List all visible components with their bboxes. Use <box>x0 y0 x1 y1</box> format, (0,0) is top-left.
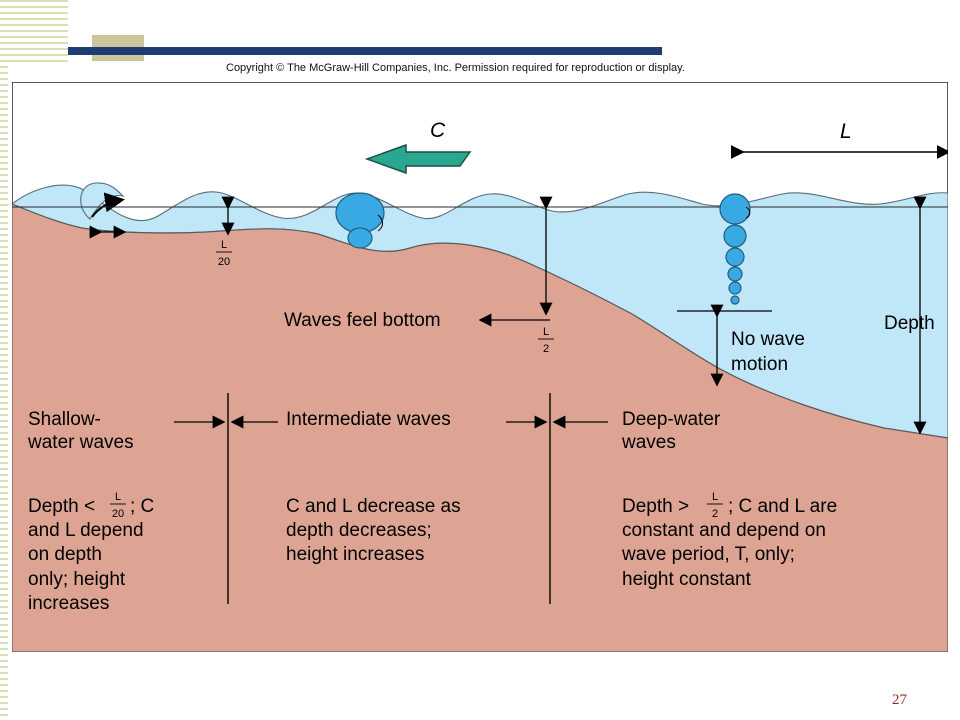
no-wave-motion-line-2: motion <box>731 354 788 375</box>
small-orbit-ellipse <box>347 227 373 249</box>
shallow-fraction-numerator: L <box>221 239 227 251</box>
shallow-description-fraction-denominator: 20 <box>112 508 124 520</box>
intermediate-orbitals <box>335 192 385 249</box>
intermediate-description-line-1: C and L decrease as <box>286 496 461 517</box>
half-wavelength-fraction-numerator: L <box>543 326 549 338</box>
deep-orbit-1 <box>719 193 751 225</box>
seabed <box>12 203 948 652</box>
shallow-description-fraction-numerator: L <box>115 491 121 503</box>
deep-orbit-arrow <box>745 206 751 219</box>
no-wave-motion-line-1: No wave <box>731 329 805 350</box>
deep-description-line-2: constant and depend on <box>622 520 826 541</box>
header-bar <box>68 47 662 55</box>
shallow-description-line-5: increases <box>28 593 109 614</box>
deep-water-orbitals <box>719 193 751 305</box>
deep-title-line-1: Deep-water <box>622 409 721 430</box>
depth-label: Depth <box>884 313 935 334</box>
wave-diagram: C L L 20 L 2 Waves feel bottom No wave m… <box>12 82 948 652</box>
waves-feel-bottom-label: Waves feel bottom <box>284 310 441 331</box>
intermediate-description-line-3: height increases <box>286 544 424 565</box>
deep-description-fraction-denominator: 2 <box>712 508 718 520</box>
wave-speed-label: C <box>430 119 446 142</box>
intermediate-title: Intermediate waves <box>286 409 451 430</box>
breaking-wave-arrow <box>91 192 125 218</box>
shallow-fraction-denominator: 20 <box>218 256 230 268</box>
deep-orbit-3 <box>725 247 745 267</box>
orbit-direction-arrow <box>377 214 383 232</box>
deep-orbit-2 <box>723 224 747 248</box>
wavelength-label: L <box>840 120 852 143</box>
shallow-description-line-2: and L depend <box>28 520 144 541</box>
deep-title-line-2: waves <box>621 432 676 453</box>
slide-number: 27 <box>892 692 907 708</box>
deep-orbit-6 <box>730 295 740 305</box>
deep-orbit-5 <box>728 281 742 295</box>
deep-description-line-3: wave period, T, only; <box>621 544 795 565</box>
half-wavelength-fraction-denominator: 2 <box>543 343 549 355</box>
shallow-description-suffix: ; C <box>130 496 154 517</box>
shallow-description-line-3: on depth <box>28 544 102 565</box>
intermediate-description-line-2: depth decreases; <box>286 520 432 541</box>
wave-direction-arrow <box>364 143 472 175</box>
shallow-title-line-2: water waves <box>27 432 134 453</box>
deep-description-prefix: Depth > <box>622 496 689 517</box>
deep-orbit-4 <box>727 266 743 282</box>
shallow-title-line-1: Shallow- <box>28 409 101 430</box>
deep-description-line-4: height constant <box>622 569 752 590</box>
copyright-notice: Copyright © The McGraw-Hill Companies, I… <box>226 62 685 74</box>
deep-description-suffix: ; C and L are <box>728 496 837 517</box>
deep-description-fraction-numerator: L <box>712 491 718 503</box>
shallow-description-prefix: Depth < <box>28 496 95 517</box>
large-orbit-circle <box>335 192 385 234</box>
shallow-description-line-4: only; height <box>28 569 126 590</box>
